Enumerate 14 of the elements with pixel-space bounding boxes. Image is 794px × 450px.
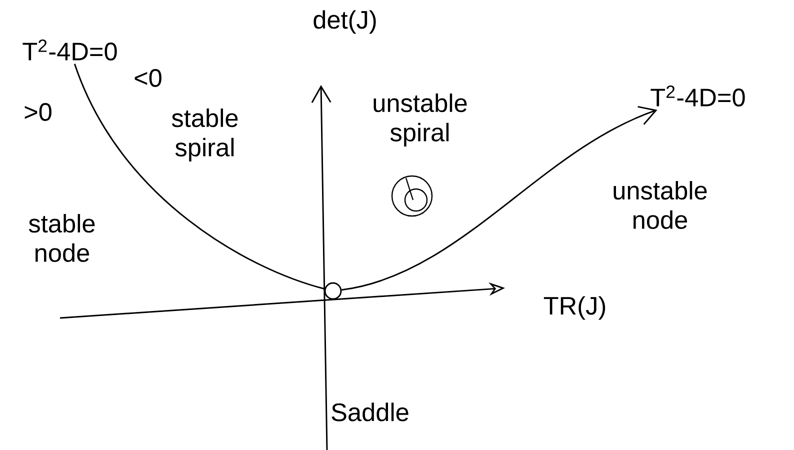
sign-label: >0 <box>24 103 52 121</box>
axis-label: TR(J) <box>544 296 606 320</box>
origin-circle <box>324 282 342 300</box>
region-label: Saddle <box>332 402 408 422</box>
region-label: unstable spiral <box>374 94 467 146</box>
region-label: stable node <box>28 214 95 262</box>
axis-label: det(J) <box>314 10 376 34</box>
sign-label: <0 <box>134 69 162 87</box>
curve-label: T$^{2}$-4D=0 <box>650 86 745 106</box>
region-label: stable spiral <box>172 108 238 162</box>
curve-arrow <box>342 106 658 291</box>
curve-label: T$^{2}$-4D=0 <box>22 40 117 60</box>
region-label: unstable node <box>614 181 707 229</box>
curve <box>74 64 325 290</box>
